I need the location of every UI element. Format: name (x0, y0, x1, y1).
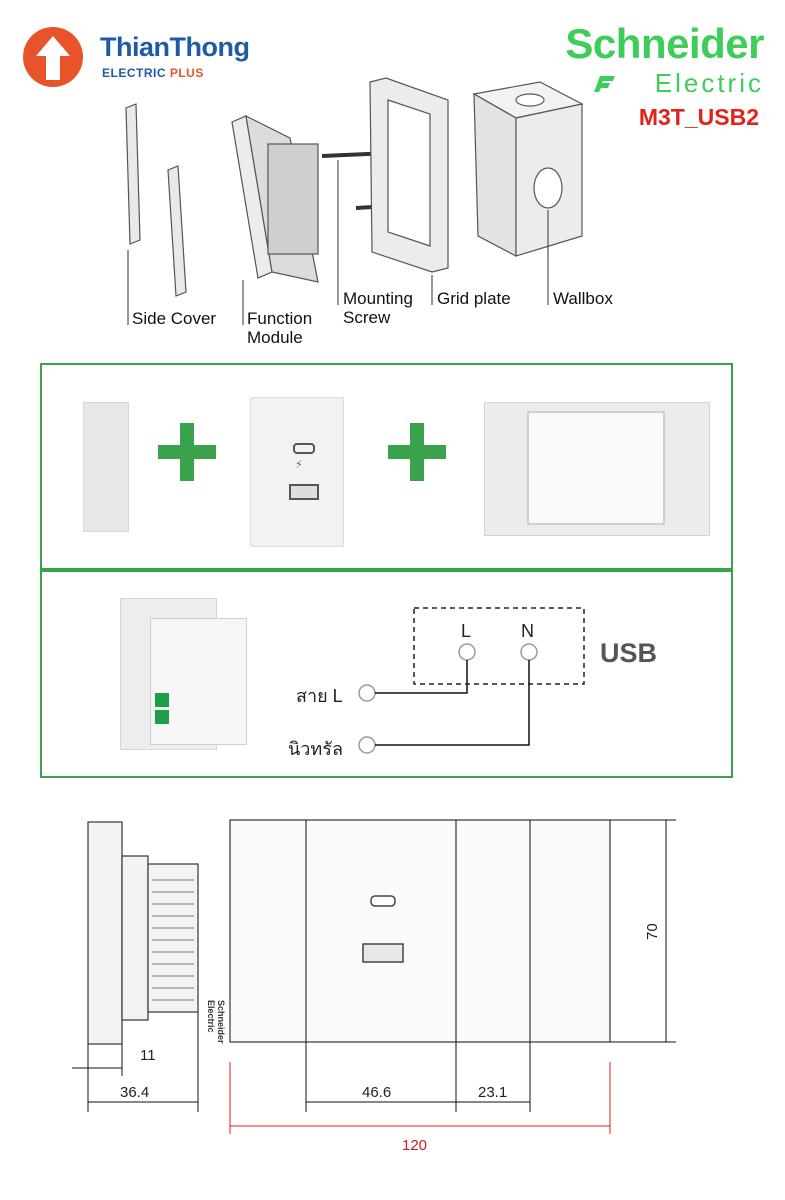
front-plate (229, 819, 611, 1043)
components-panel (40, 363, 733, 570)
side-cover-right (167, 165, 187, 297)
usb-symbol-icon: ⚡ (295, 459, 303, 471)
grid-plate-window (387, 99, 431, 247)
side-profile (87, 821, 199, 1045)
label-wallbox: Wallbox (553, 289, 613, 308)
label-grid-plate: Grid plate (437, 289, 511, 308)
dealer-sub-electric: ELECTRIC (102, 66, 170, 80)
plus-icon (388, 423, 446, 481)
terminal-n-circle (520, 643, 538, 661)
label-side-cover: Side Cover (132, 309, 217, 328)
grid-plate-opening (527, 411, 665, 525)
usb-a-port-icon (289, 484, 319, 500)
usb-c-port-icon (293, 443, 315, 454)
terminal-l-circle (458, 643, 476, 661)
dim-label-23-1: 23.1 (478, 1084, 508, 1101)
wallbox-knockout-2 (533, 167, 563, 209)
dim-label-36-4: 36.4 (120, 1084, 150, 1101)
wiring-diagram (358, 607, 585, 754)
wiring-panel (40, 570, 733, 778)
front-usb-c-port-icon (370, 895, 396, 907)
usb-terminal-box (413, 607, 585, 685)
dim-label-120: 120 (402, 1137, 428, 1154)
neutral-input-circle (358, 736, 376, 754)
dealer-subtitle: ELECTRIC PLUS (102, 66, 204, 80)
dealer-logo: ThianThong ELECTRIC PLUS (22, 26, 302, 88)
dim-label-11: 11 (140, 1047, 156, 1064)
terminal-green-1 (155, 693, 169, 707)
side-profile-fins (152, 879, 194, 1001)
dimension-drawing (72, 819, 676, 1134)
dim-label-70: 70 (644, 923, 661, 940)
life-is-on-icon (594, 76, 615, 92)
wallbox-knockout-1 (515, 93, 545, 107)
module-rear-photo (120, 598, 247, 750)
usb-device-label: USB (600, 638, 658, 668)
terminal-n-label: N (521, 621, 534, 641)
dealer-name: ThianThong (100, 32, 250, 62)
usb-module-photo: ⚡ (250, 397, 344, 547)
dealer-sub-plus: PLUS (169, 66, 204, 80)
dealer-arrow-icon (23, 27, 83, 87)
exploded-view-drawing (125, 77, 584, 325)
brand-sub: Electric (654, 68, 764, 98)
live-wire-label: สาย L (296, 686, 343, 706)
label-mounting-screw: Mounting Screw (343, 289, 413, 327)
grid-plate-photo (484, 402, 710, 536)
side-cover-photo (83, 402, 129, 532)
front-plate-brand-mark: Schneider Electric (206, 1000, 226, 1044)
front-usb-a-port-icon (362, 943, 404, 963)
wallbox-front (473, 92, 517, 257)
side-cover-left (125, 103, 141, 245)
neutral-wire-label: นิวทรัล (288, 739, 343, 759)
terminal-l-label: L (461, 621, 472, 641)
neutral-wire (375, 660, 530, 746)
dim-label-46-6: 46.6 (362, 1084, 392, 1101)
brand-logo: Schneider Electric (525, 20, 770, 100)
live-input-circle (358, 684, 376, 702)
model-code: M3T_USB2 (638, 104, 759, 130)
brand-name: Schneider (565, 20, 764, 67)
label-function-module: Function Module (247, 309, 313, 347)
function-module-terminals (267, 143, 319, 255)
plus-icon (158, 423, 216, 481)
terminal-green-2 (155, 710, 169, 724)
live-wire (375, 660, 468, 694)
